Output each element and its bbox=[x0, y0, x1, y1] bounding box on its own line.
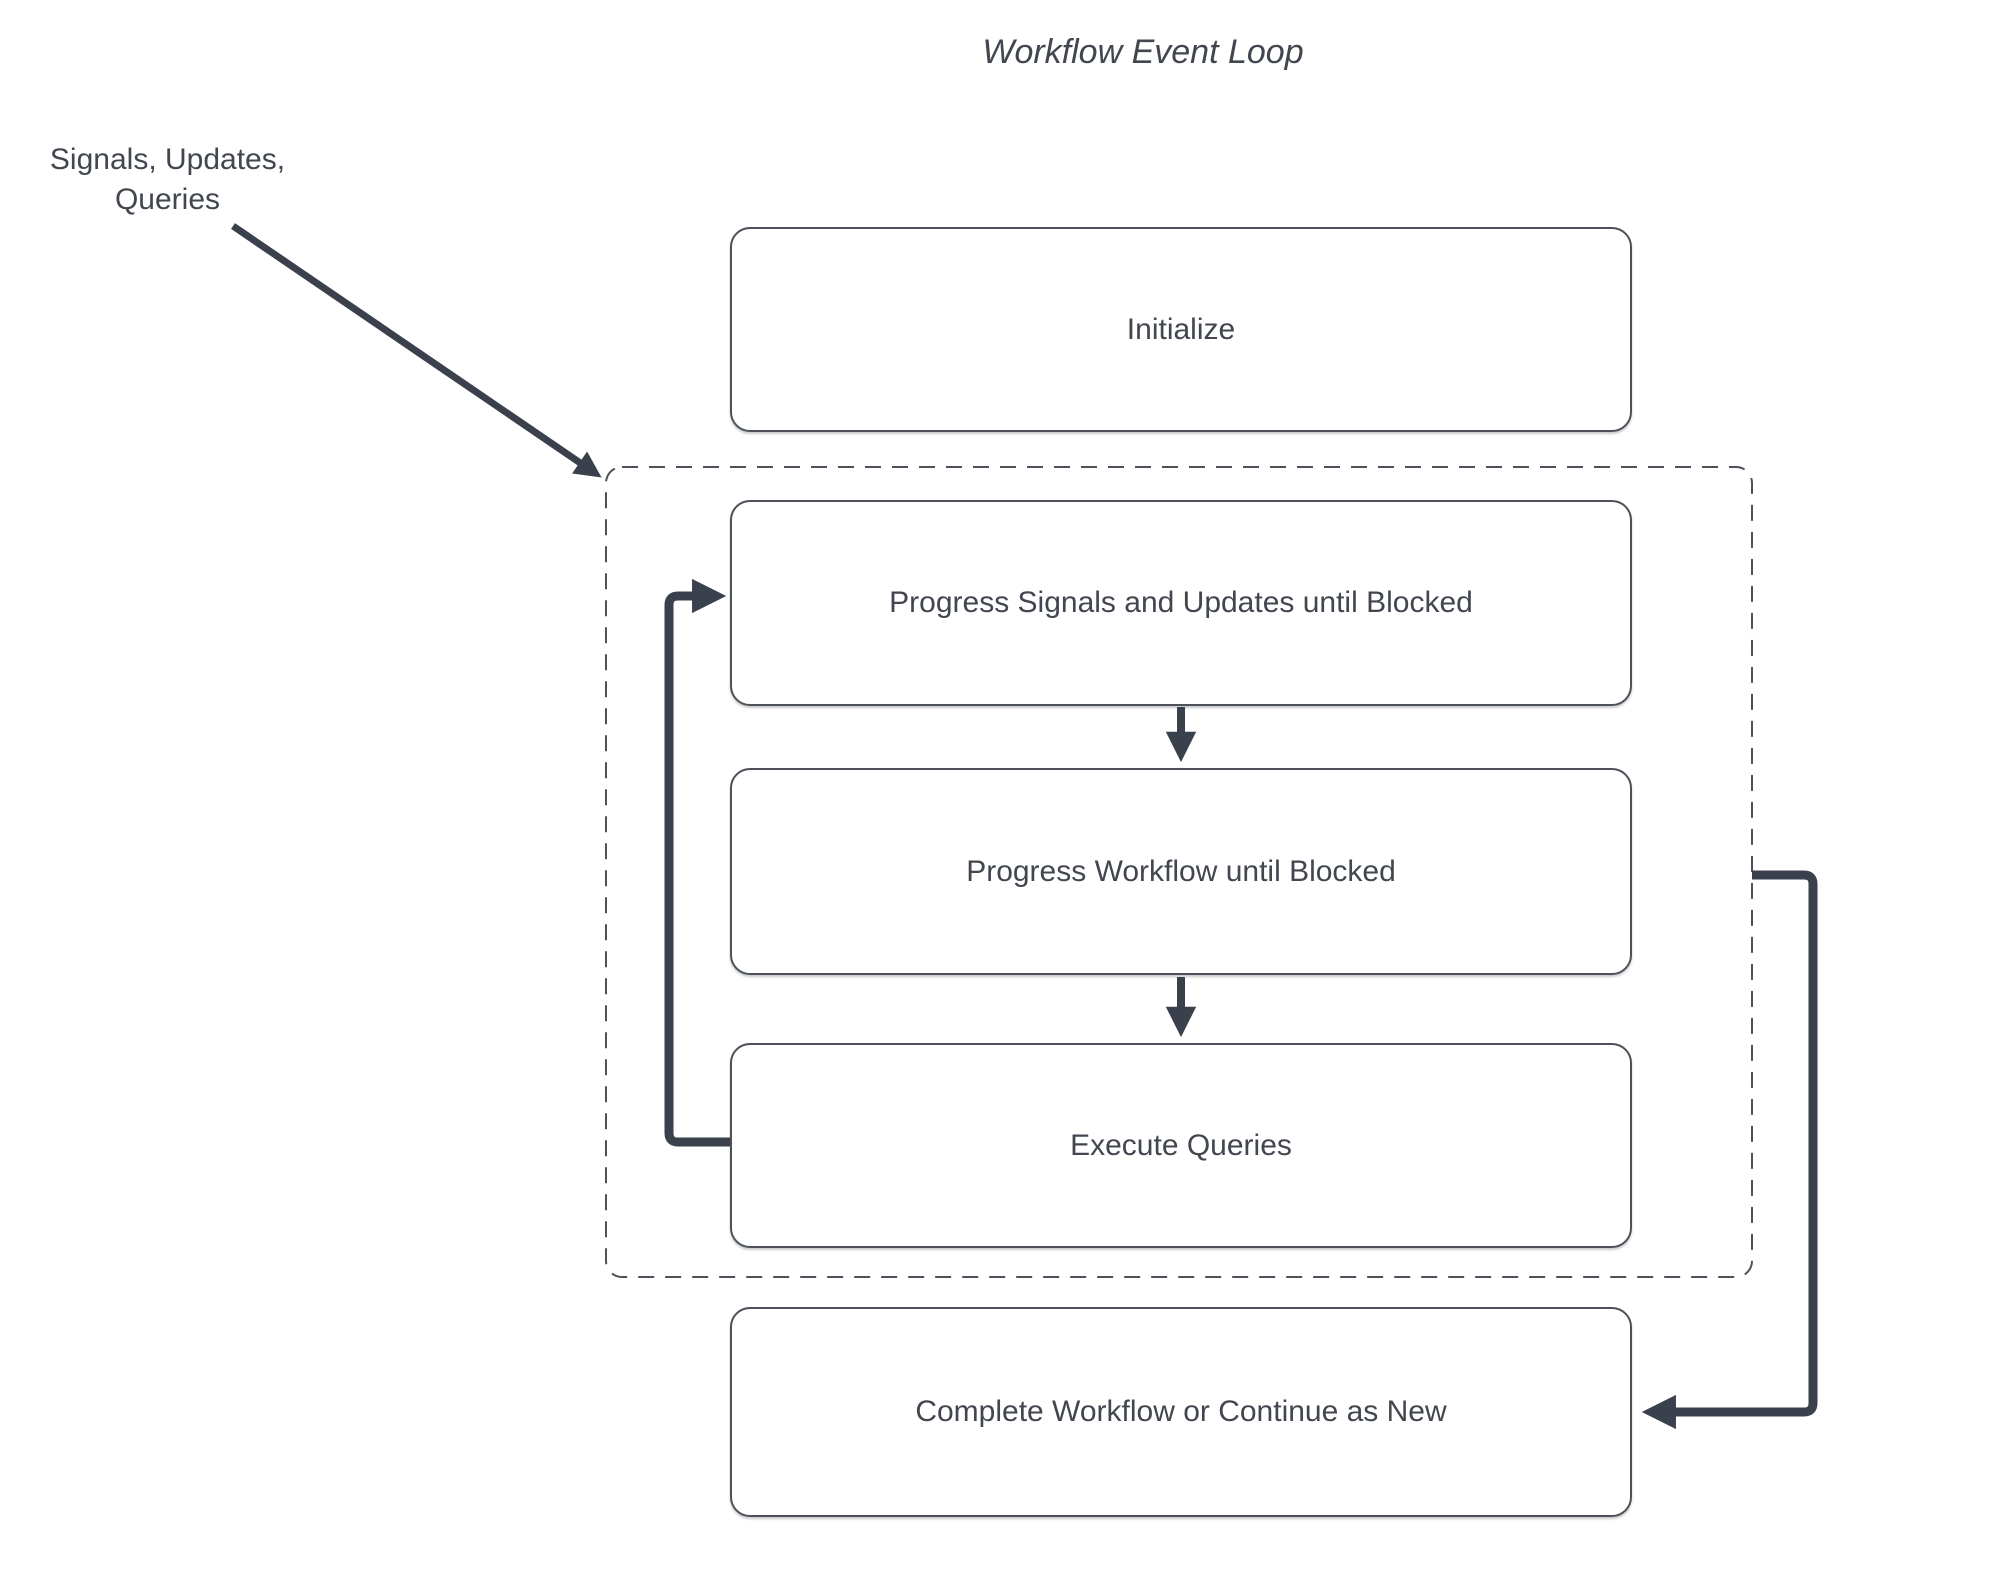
annotation-line-1: Signals, Updates, bbox=[49, 143, 286, 176]
arrow-loop-to-complete bbox=[1641, 870, 1818, 1430]
annotation-arrow bbox=[231, 223, 602, 478]
diagram-title: Workflow Event Loop bbox=[982, 33, 1304, 71]
node-initialize: Initialize bbox=[730, 227, 1632, 432]
node-progress-signals-and-updates: Progress Signals and Updates until Block… bbox=[730, 500, 1632, 706]
node-execute-queries: Execute Queries bbox=[730, 1043, 1632, 1248]
annotation-signals-updates-queries: Signals, Updates, Queries bbox=[30, 140, 305, 220]
node-progress-workflow: Progress Workflow until Blocked bbox=[730, 768, 1632, 975]
arrow-queries-loop-back bbox=[664, 578, 730, 1147]
node-complete-workflow-or-continue-as-new: Complete Workflow or Continue as New bbox=[730, 1307, 1632, 1517]
node-label: Complete Workflow or Continue as New bbox=[915, 1395, 1447, 1428]
node-label: Execute Queries bbox=[1070, 1128, 1292, 1162]
node-label: Progress Signals and Updates until Block… bbox=[889, 586, 1473, 619]
node-label: Initialize bbox=[1126, 312, 1236, 346]
node-label: Progress Workflow until Blocked bbox=[966, 854, 1396, 888]
annotation-line-2: Queries bbox=[114, 183, 221, 216]
